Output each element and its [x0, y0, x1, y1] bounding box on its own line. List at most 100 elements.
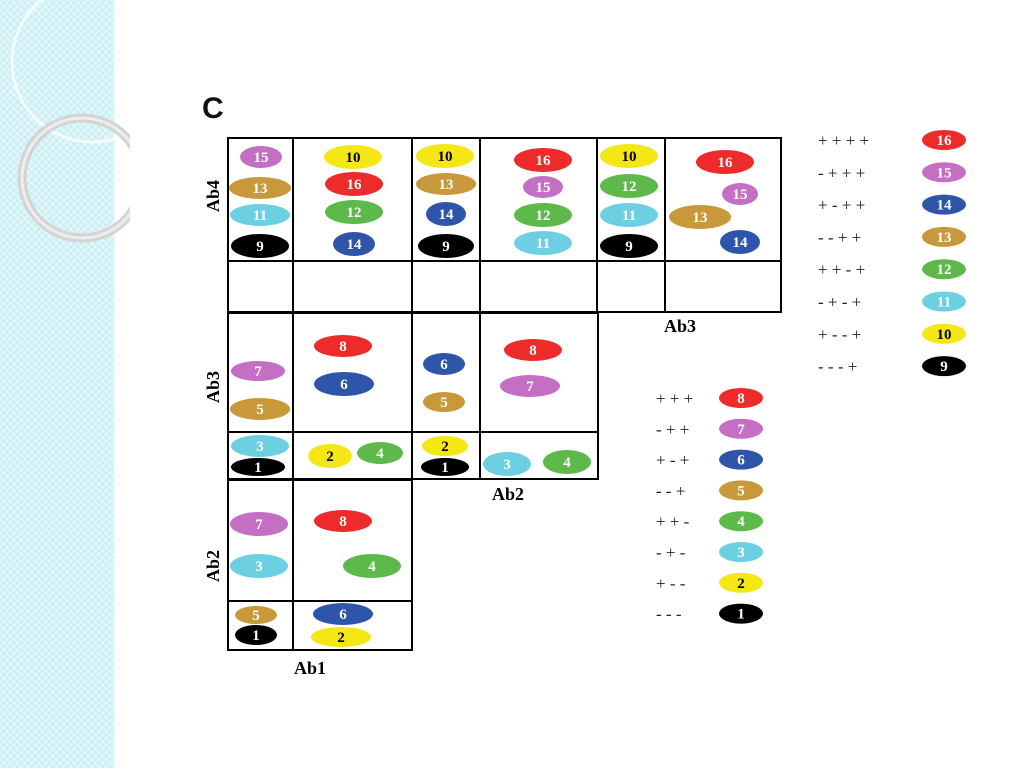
legend-three-signs-3: - + -: [656, 543, 686, 562]
population-4-shape: [343, 554, 401, 578]
legend-four-item-11: 11: [922, 291, 966, 312]
legend-four-item-16: 16: [922, 130, 966, 150]
population-9: 9: [600, 234, 658, 258]
population-5: 5: [235, 606, 277, 624]
population-3-label: 3: [256, 439, 264, 455]
legend-three-item-5: 5: [719, 480, 763, 501]
legend-three-item-2-label: 2: [737, 576, 745, 592]
population-15-label: 15: [733, 187, 748, 203]
population-4: 4: [357, 442, 403, 464]
population-7-label: 7: [254, 364, 262, 380]
population-2-shape: [311, 627, 371, 647]
population-8-shape: [314, 335, 372, 357]
population-2-label: 2: [441, 439, 449, 455]
population-2: 2: [311, 627, 371, 647]
population-14: 14: [720, 230, 760, 254]
population-2-label: 2: [326, 449, 334, 465]
population-15-shape: [523, 176, 563, 198]
population-10-shape: [416, 144, 474, 168]
population-ellipses: 1513119101612141013149161512111012119161…: [229, 144, 760, 647]
population-4: 4: [543, 450, 591, 474]
population-9-shape: [418, 234, 474, 258]
legend-four-item-15: 15: [922, 162, 966, 183]
legend-four-signs-14: + - + +: [818, 196, 865, 215]
legend-three-signs-1: - - -: [656, 605, 682, 624]
population-12: 12: [325, 200, 383, 224]
population-6-label: 6: [339, 607, 347, 623]
population-6-label: 6: [340, 377, 348, 393]
population-11-label: 11: [536, 236, 550, 252]
population-12-label: 12: [536, 208, 551, 224]
population-11-shape: [230, 204, 290, 226]
population-15: 15: [523, 176, 563, 198]
population-6: 6: [313, 603, 373, 625]
legend-four-signs-15: - + + +: [818, 163, 865, 182]
population-11-shape: [600, 203, 658, 227]
legend-three-item-3: 3: [719, 542, 763, 562]
population-2: 2: [422, 436, 468, 456]
population-13-label: 13: [439, 177, 454, 193]
population-7: 7: [500, 375, 560, 397]
axis-label-ab2: Ab2: [203, 550, 223, 582]
grid-lines: [227, 137, 782, 651]
legend-three-signs-8: + + +: [656, 389, 693, 408]
legend-three-item-1-label: 1: [737, 607, 745, 623]
band-edge: [113, 0, 115, 768]
legend-three-item-7-shape: [719, 418, 763, 439]
population-16-label: 16: [536, 153, 552, 169]
population-15-shape: [722, 183, 758, 205]
legend-three-item-2-shape: [719, 572, 763, 593]
legend-three-item-4: 4: [719, 511, 763, 532]
population-8-label: 8: [339, 339, 347, 355]
population-2-label: 2: [337, 630, 345, 646]
population-2-shape: [308, 444, 352, 468]
population-2-shape: [422, 436, 468, 456]
legend-three-item-8-label: 8: [737, 391, 745, 407]
legend-four-item-11-label: 11: [937, 295, 951, 311]
population-16-shape: [325, 172, 383, 196]
population-8-shape: [314, 510, 372, 532]
population-8-label: 8: [529, 343, 537, 359]
population-12-label: 12: [622, 179, 637, 195]
population-4-label: 4: [563, 455, 571, 471]
population-8-shape: [504, 339, 562, 361]
population-1-label: 1: [252, 628, 260, 644]
population-1-shape: [421, 458, 469, 476]
population-5: 5: [230, 398, 290, 420]
legend-three-item-1-shape: [719, 603, 763, 624]
population-11-label: 11: [622, 208, 636, 224]
legend-three-item-6: 6: [719, 449, 763, 470]
population-15-shape: [240, 146, 282, 168]
deco-ring-large: [10, 0, 130, 144]
legend-four-signs-11: - + - +: [818, 293, 861, 312]
population-6-shape: [314, 372, 374, 396]
population-13-shape: [229, 177, 291, 199]
legend-four-item-10: 10: [922, 323, 966, 344]
axis-label-ab3: Ab3: [203, 371, 223, 403]
legend: + + + +16- + + +15+ - + +14- - + +13+ + …: [656, 130, 966, 624]
legend-four-item-12-shape: [922, 259, 966, 280]
population-10: 10: [324, 145, 382, 169]
population-6-shape: [313, 603, 373, 625]
population-15: 15: [240, 146, 282, 168]
population-4-shape: [357, 442, 403, 464]
population-9-label: 9: [256, 239, 264, 255]
population-13: 13: [669, 205, 731, 229]
population-5-shape: [235, 606, 277, 624]
population-16: 16: [325, 172, 383, 196]
population-5-label: 5: [440, 395, 448, 411]
population-7: 7: [230, 512, 288, 536]
legend-four-item-14: 14: [922, 194, 966, 215]
population-16-shape: [514, 148, 572, 172]
population-3-shape: [231, 435, 289, 457]
population-12: 12: [514, 203, 572, 227]
population-11: 11: [230, 204, 290, 226]
legend-three-item-4-label: 4: [737, 514, 745, 530]
population-13-shape: [416, 173, 476, 195]
population-3-label: 3: [255, 559, 263, 575]
legend-four-signs-10: + - - +: [818, 325, 861, 344]
population-14-label: 14: [733, 235, 749, 251]
population-6: 6: [423, 353, 465, 375]
population-3-label: 3: [503, 457, 511, 473]
legend-four-signs-16: + + + +: [818, 131, 869, 150]
